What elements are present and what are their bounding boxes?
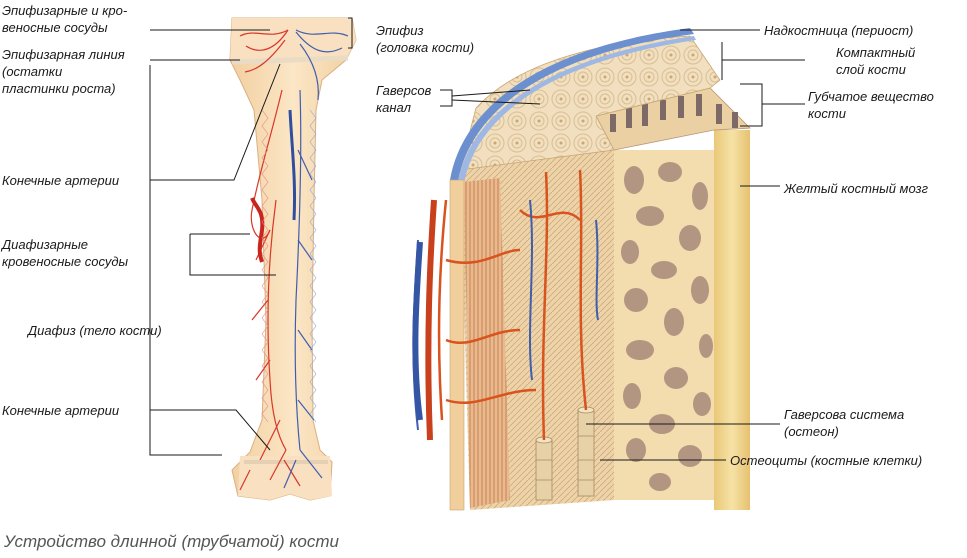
label-line: канал: [376, 100, 411, 115]
bone-arteries: [239, 29, 301, 491]
label-line: Эпифиз: [376, 23, 424, 38]
label-line: Гаверсов: [376, 83, 432, 98]
label-yellow-marrow: Желтый костный мозг: [784, 181, 928, 196]
label-epiphyseal-vessels: Эпифизарные и кро- веносные сосуды: [2, 2, 127, 36]
section-arteries: [437, 169, 588, 441]
osteon-cylinders: [535, 406, 595, 501]
label-line: Компактный: [836, 45, 916, 60]
label-epiphyseal-line: Эпифизарная линия (остатки пластинки рос…: [2, 46, 125, 97]
periosteum-outer: [450, 28, 694, 182]
epiphyseal-line: [231, 55, 349, 65]
label-haversian-canal: Гаверсов канал: [376, 82, 431, 116]
label-line: Губчатое вещество: [808, 89, 934, 104]
section-artery-large: [425, 199, 437, 441]
epiphysis-top: [230, 18, 356, 60]
label-osteon: Гаверсова система (остеон): [784, 406, 904, 440]
leader-lines: [149, 17, 805, 461]
label-line: веносные сосуды: [2, 20, 108, 35]
diaphyseal-artery-large: [250, 197, 265, 263]
bone-section-illustration: [412, 28, 751, 511]
label-line: Гаверсова система: [784, 407, 905, 422]
label-spongy-bone: Губчатое вещество кости: [808, 88, 934, 122]
label-line: (остеон): [784, 424, 839, 439]
bone-outline: [229, 17, 357, 501]
label-line: Эпифизарные и кро-: [2, 3, 128, 18]
label-end-arteries-bottom: Конечные артерии: [2, 403, 120, 418]
label-line: кровеносные сосуды: [2, 254, 129, 269]
epiphysis-bottom: [238, 456, 332, 500]
periosteum-side: [449, 179, 465, 511]
diaphyseal-vein-large: [288, 109, 297, 221]
section-vein-large: [412, 241, 423, 421]
bone-veins: [283, 29, 349, 489]
long-bone-illustration: [229, 17, 357, 501]
periosteum-inner: [458, 36, 696, 184]
label-line: (остатки: [2, 64, 63, 79]
label-periosteum: Надкостница (периост): [764, 23, 914, 38]
figure-caption: Устройство длинной (трубчатой) кости: [4, 532, 339, 551]
label-line: слой кости: [836, 62, 906, 77]
vessel-mesh: [261, 109, 269, 423]
outer-lamellae: [464, 178, 510, 508]
label-line: Диафизарные: [2, 237, 89, 252]
spongy-holes: [621, 162, 713, 491]
label-diaphyseal-vessels: Диафизарные кровеносные сосуды: [2, 236, 128, 270]
label-epiphysis: Эпифиз (головка кости): [376, 22, 474, 56]
label-diaphysis: Диафиз (тело кости): [28, 323, 162, 338]
label-compact-layer: Компактный слой кости: [836, 44, 915, 78]
label-line: кости: [808, 106, 846, 121]
yellow-marrow: [714, 130, 750, 510]
label-line: (головка кости): [376, 40, 475, 55]
label-end-arteries-top: Конечные артерии: [2, 173, 120, 188]
label-line: пластинки роста): [2, 81, 116, 96]
label-line: Эпифизарная линия: [2, 47, 125, 62]
label-osteocytes: Остеоциты (костные клетки): [730, 453, 923, 468]
